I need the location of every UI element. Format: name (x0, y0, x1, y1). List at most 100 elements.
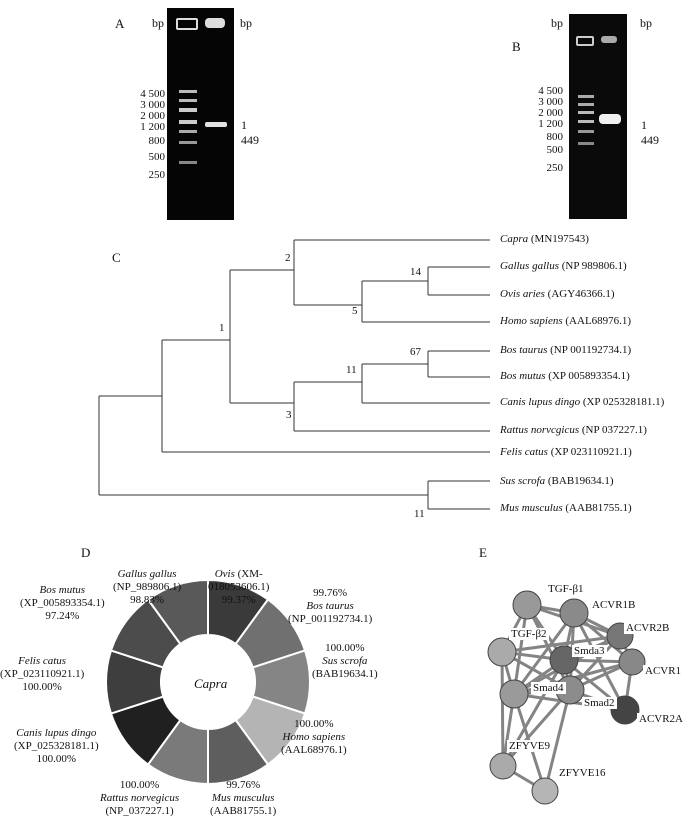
tree-tip-label: Bos taurus (NP 001192734.1) (500, 344, 632, 356)
gel-b-ladder-band-1 (578, 95, 594, 98)
gel-b-image (569, 14, 627, 219)
network-label-zfyve9: ZFYVE9 (507, 740, 552, 752)
gel-a-ladder-label: 500 (148, 151, 166, 163)
donut-segment-label: Bos mutus(XP_005893354.1)97.24% (20, 584, 105, 622)
gel-b-ladder-band-6 (578, 142, 594, 145)
tree-node-label: 11 (414, 508, 425, 520)
network-node-zfyve9 (489, 752, 517, 780)
gel-a-ladder-band-2 (179, 99, 197, 102)
donut-segment (105, 649, 165, 715)
panel-label-b: B (512, 39, 521, 54)
network-edge (563, 658, 633, 664)
network-label-acvr2a: ACVR2A (637, 713, 686, 725)
donut-segment-label: Ovis (XM-018053606.1)99.37% (208, 568, 270, 606)
gel-a-ladder-band-6 (179, 141, 197, 144)
network-edge (500, 651, 505, 767)
donut-segment-label: Gallus gallus(NP_989806.1)98.83% (113, 568, 182, 606)
donut-segment (251, 649, 311, 715)
tree-node-label: 2 (285, 252, 291, 264)
donut-center-label: Capra (194, 676, 228, 691)
gel-b-ladder-band-5 (578, 130, 594, 133)
network-label-smad4: Smad4 (531, 682, 566, 694)
gel-b-ladder-label: 1 200 (538, 118, 563, 130)
network-edge (501, 650, 565, 662)
donut-segment-label: 99.76%Bos taurus(NP_001192734.1) (288, 587, 373, 625)
gel-b-ladder-band-4 (578, 120, 594, 123)
donut-segment-label: Canis lupus dingo(XP_025328181.1)100.00% (14, 727, 99, 765)
gel-a-ladder-label: 800 (148, 135, 166, 147)
gel-a-image (167, 8, 234, 220)
tree-node-label: 14 (410, 266, 421, 278)
donut-segment (109, 598, 182, 669)
network-label-smad2: Smad2 (582, 697, 617, 709)
donut-segment-label: 99.76%Mus musculus(AAB81755.1) (210, 779, 277, 817)
network-edge (512, 604, 529, 695)
tree-tip-label: Rattus norvcgicus (NP 037227.1) (500, 424, 647, 436)
gel-a-ladder-label: 3 000 (140, 99, 165, 111)
tree-tip-label: Sus scrofa (BAB19634.1) (500, 475, 614, 487)
gel-b-well-1 (576, 36, 594, 46)
network-node-smad4 (499, 679, 529, 709)
tree-tip-label: Capra (MN197543) (500, 233, 589, 245)
network-label-tgf-b1: TGF-β1 (546, 583, 586, 595)
gel-b-ladder-label: 800 (546, 131, 564, 143)
network-node-zfyve16 (531, 777, 559, 805)
tree-node-label: 3 (286, 409, 292, 421)
network-node-tgf-b1 (512, 590, 542, 620)
gel-a-sample-band (205, 122, 227, 127)
donut-segment-label: 100.00%Homo sapiens(AAL68976.1) (281, 718, 347, 756)
panel-label-c: C (112, 250, 121, 265)
donut-segment (207, 718, 270, 786)
gel-a-ladder-band-3 (179, 108, 197, 112)
network-label-acvr1b: ACVR1B (590, 599, 638, 611)
network-node-acvr1 (618, 648, 646, 676)
panel-label-d: D (81, 545, 91, 560)
tree-tip-label: Canis lupus dingo (XP 025328181.1) (500, 396, 665, 408)
gel-b-ladder-label: 4 500 (538, 85, 563, 97)
donut-segment-label: Felis catus(XP_023110921.1)100.00% (0, 655, 85, 693)
tree-tip-label: Mus musculus (AAB81755.1) (500, 502, 632, 514)
gel-b-ladder-label: 250 (546, 162, 564, 174)
network-edge (525, 604, 572, 691)
network-node-tgf-b2 (487, 637, 517, 667)
gel-a-unit-right: bp (240, 16, 252, 30)
gel-b-well-2 (601, 36, 617, 43)
gel-a-ladder-label: 4 500 (140, 88, 165, 100)
gel-a-ladder-label: 1 200 (140, 121, 165, 133)
network-edge (501, 693, 516, 767)
gel-b-ladder-label: 2 000 (538, 107, 563, 119)
network-label-tgf-b2: TGF-β2 (509, 628, 549, 640)
network-edge (500, 651, 516, 695)
gel-b-band-label: 1 449 (641, 118, 659, 147)
gel-b-sample-band (599, 114, 621, 124)
network-edge (623, 661, 634, 711)
tree-tip-label: Bos mutus (XP 005893354.1) (500, 370, 630, 382)
network-edge (502, 764, 546, 793)
gel-a-ladder-band-1 (179, 90, 197, 93)
gel-a-well-2 (205, 18, 225, 28)
gel-a-ladder-band-5 (179, 130, 197, 133)
tree-node-label: 11 (346, 364, 357, 376)
tree-node-label: 67 (410, 346, 421, 358)
donut-segment (146, 718, 209, 786)
gel-b-ladder-band-2 (578, 103, 594, 106)
gel-a-well-1 (176, 18, 198, 30)
gel-a-unit-left: bp (152, 16, 164, 30)
gel-b-unit-right: bp (640, 16, 652, 30)
tree-node-label: 5 (352, 305, 358, 317)
network-edge (526, 603, 575, 615)
network-label-acvr1: ACVR1 (643, 665, 684, 677)
donut-segment-label: 100.00%Rattus norvegicus(NP_037227.1) (100, 779, 180, 817)
donut-segment-label: 100.00%Sus scrofa(BAB19634.1) (312, 642, 378, 680)
gel-a-ladder-label: 2 000 (140, 110, 165, 122)
network-label-zfyve16: ZFYVE16 (557, 767, 608, 779)
network-node-acvr1b (559, 598, 589, 628)
tree-tip-label: Gallus gallus (NP 989806.1) (500, 260, 627, 272)
donut-segment (109, 695, 182, 766)
gel-b-ladder-label: 3 000 (538, 96, 563, 108)
tree-tip-label: Homo sapiens (AAL68976.1) (500, 315, 632, 327)
network-label-smda3: Smda3 (572, 645, 607, 657)
gel-a-ladder-band-4 (179, 120, 197, 124)
panel-label-a: A (115, 16, 125, 31)
gel-a-ladder-band-7 (179, 161, 197, 164)
